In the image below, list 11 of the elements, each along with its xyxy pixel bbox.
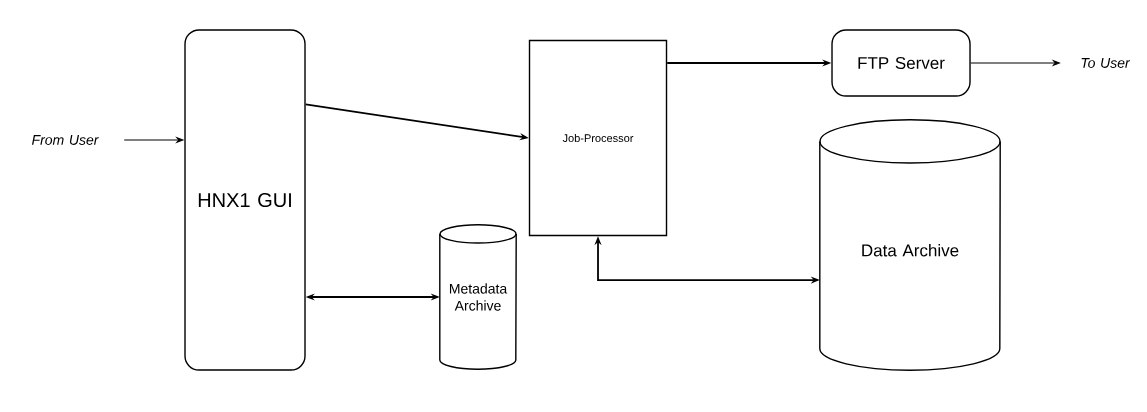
archive-cylinder: Data Archive	[819, 119, 1001, 371]
gui-box: HNX1 GUI	[184, 29, 306, 371]
node-label: Data Archive	[862, 243, 959, 257]
input-label: From User	[32, 135, 99, 145]
archive-cylinder: Metadata Archive	[439, 224, 517, 370]
server-box: FTP Server	[831, 29, 971, 97]
process-box: Job-Processor	[528, 39, 668, 237]
arrow	[123, 137, 184, 143]
node-label: Metadata Archive	[449, 283, 508, 311]
output-label: To User	[1081, 58, 1131, 68]
arrow	[970, 60, 1060, 66]
